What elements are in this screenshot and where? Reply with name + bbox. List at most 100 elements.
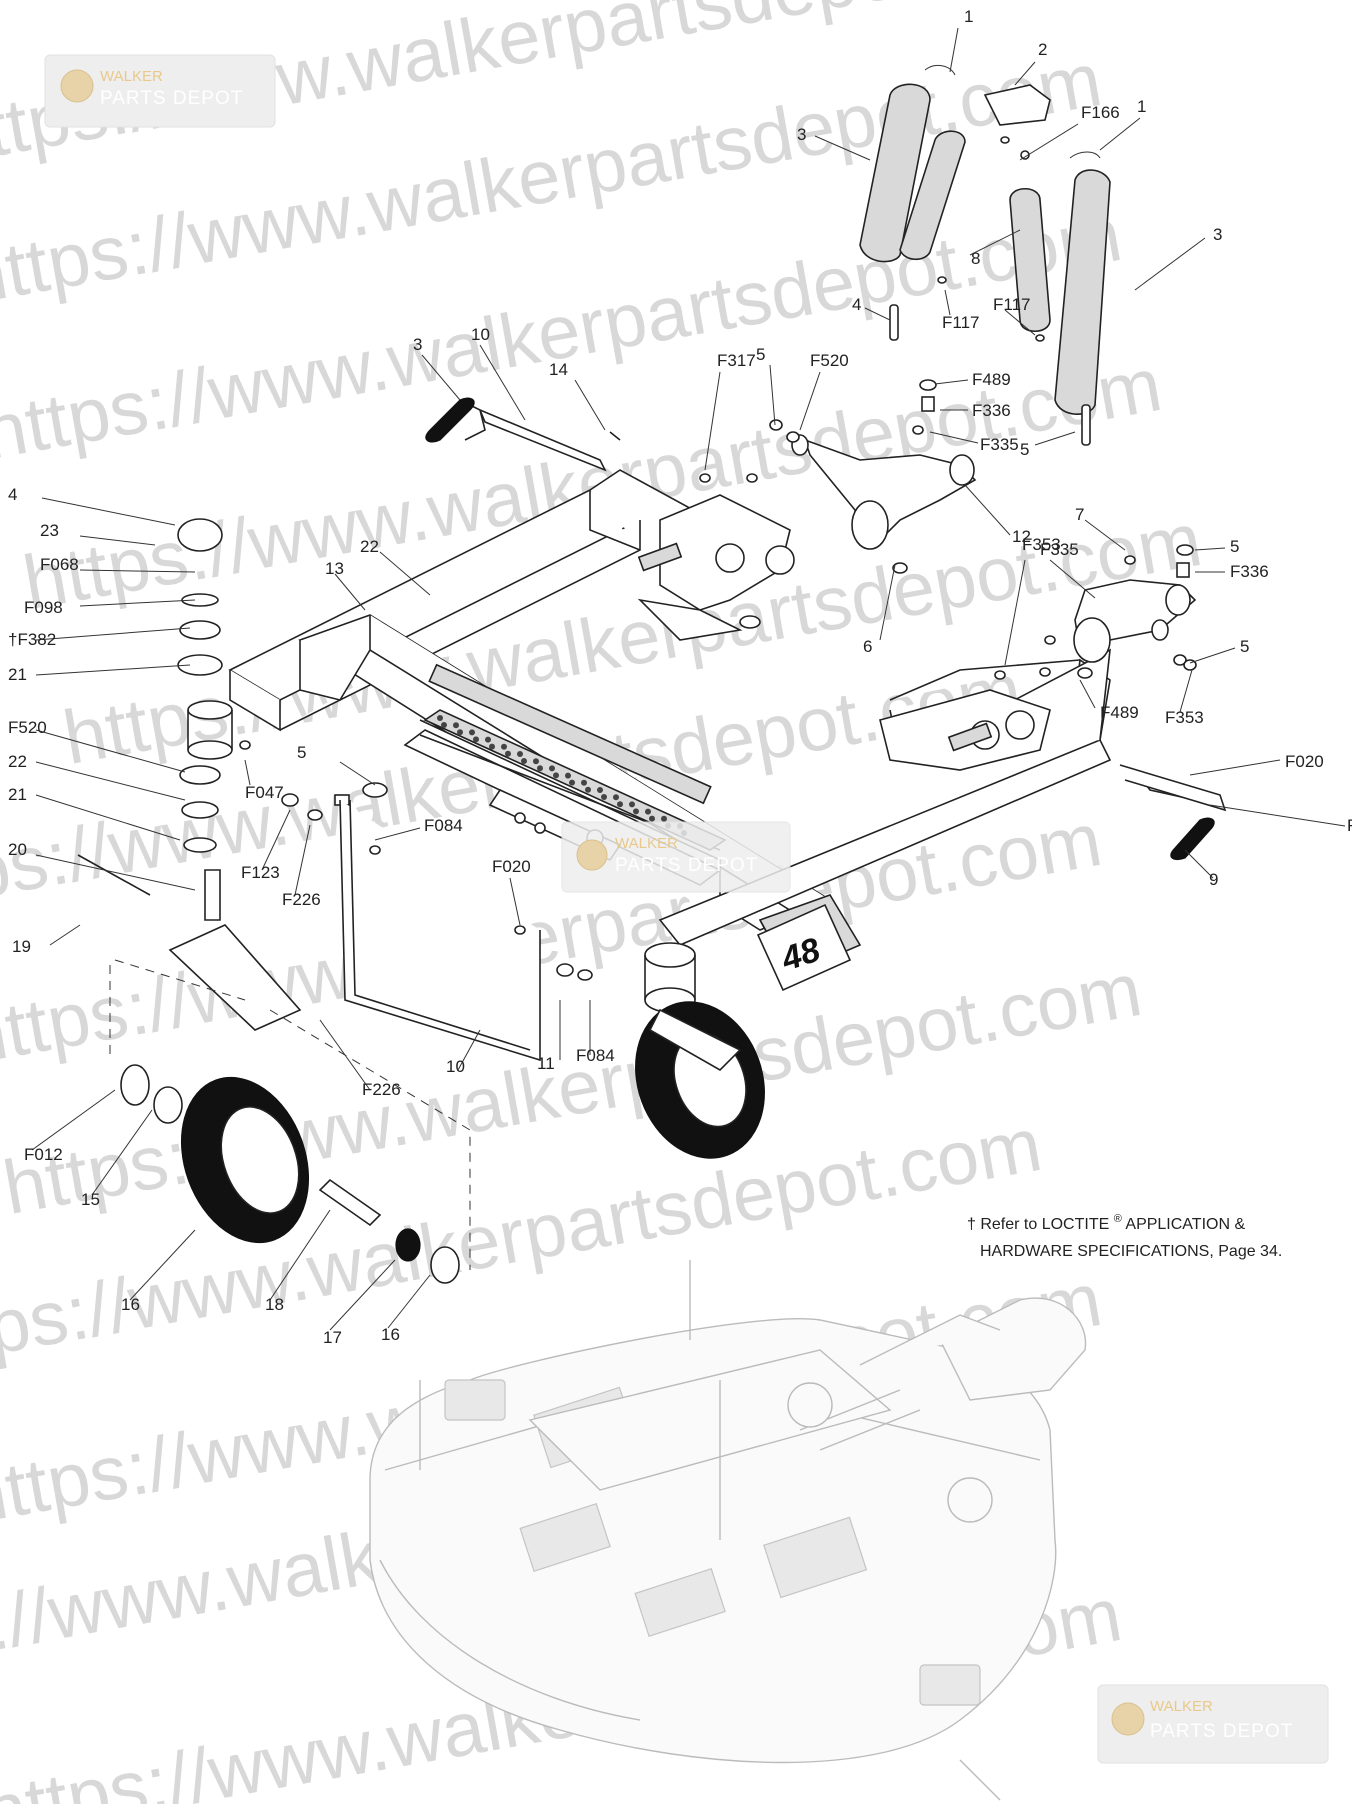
- callout-label: 19: [12, 937, 31, 956]
- callout-label: F489: [1100, 703, 1139, 722]
- callout-label: F336: [972, 401, 1011, 420]
- footnote-registered: ®: [1114, 1213, 1122, 1225]
- callout-leader-line: [1189, 759, 1281, 776]
- callout-leader-line: [79, 535, 156, 546]
- callout-leader-line: [864, 307, 891, 321]
- callout-label: 22: [360, 537, 379, 556]
- step-plate-hole: [437, 715, 443, 721]
- callout-leader-line: [91, 1109, 153, 1196]
- callout-leader-line: [79, 599, 196, 607]
- svg-text:† Refer to LOCTITE ®: † Refer to LOCTITE ® APPLICATION &: [967, 1209, 1245, 1233]
- callout-leader-line: [35, 854, 196, 891]
- callout-leader-line: [1184, 849, 1214, 879]
- step-plate-hole: [565, 772, 571, 779]
- callout-leader-line: [799, 371, 821, 431]
- callout-label: 23: [40, 521, 59, 540]
- step-plate-hole: [441, 722, 447, 728]
- callout-leader-line: [1049, 559, 1096, 599]
- callout-label: 5: [1020, 440, 1029, 459]
- callout-leader-line: [35, 761, 186, 801]
- lift-arms: [281, 397, 1227, 1062]
- step-plate-hole: [457, 729, 463, 736]
- callout-leader-line: [421, 354, 461, 401]
- step-plate-hole: [489, 743, 495, 750]
- step-plate-hole: [613, 794, 619, 801]
- callout-leader-line: [1084, 519, 1126, 551]
- callout-label: F520: [8, 718, 47, 737]
- callout-leader-line: [1034, 431, 1076, 446]
- callout-label: 14: [549, 360, 568, 379]
- step-plate-hole: [617, 801, 623, 808]
- callout-leader-line: [814, 135, 871, 161]
- callout-leader-line: [1189, 647, 1236, 664]
- callout-label: F489: [972, 370, 1011, 389]
- callout-label: 20: [8, 840, 27, 859]
- callout-leader-line: [457, 1029, 481, 1071]
- callout-label: F317: [1347, 816, 1352, 835]
- callout-label: F012: [24, 1145, 63, 1164]
- callout-leader-line: [1134, 237, 1206, 291]
- callout-label: 5: [297, 743, 306, 762]
- step-plate-hole: [505, 750, 511, 757]
- callout-leader-line: [969, 229, 1021, 256]
- callout-leader-line: [379, 551, 431, 596]
- callout-leader-line: [35, 794, 181, 841]
- step-plate-hole: [549, 765, 555, 772]
- footnote-line1-prefix: † Refer to LOCTITE: [967, 1216, 1109, 1233]
- callout-label: 15: [81, 1190, 100, 1209]
- callout-label: 17: [323, 1328, 342, 1347]
- callout-leader-line: [129, 1229, 196, 1301]
- step-plate-hole: [453, 722, 459, 729]
- step-plate-hole: [473, 736, 479, 743]
- logo-brand-line1: WALKER: [1150, 1698, 1213, 1715]
- logo-brand-line2: PARTS DEPOT: [1150, 1721, 1293, 1742]
- step-plate-hole: [533, 758, 539, 765]
- callout-label: 1: [1137, 97, 1146, 116]
- step-plate-hole: [633, 808, 639, 815]
- callout-label: F226: [362, 1080, 401, 1099]
- mower-deck-background: [369, 1260, 1087, 1801]
- callout-leader-line: [334, 573, 366, 611]
- callout-label: F084: [576, 1046, 615, 1065]
- callout-label: F123: [241, 863, 280, 882]
- callout-leader-line: [1179, 669, 1193, 713]
- callout-label: F020: [492, 857, 531, 876]
- step-plate-hole: [537, 765, 543, 772]
- callout-leader-line: [769, 364, 776, 426]
- callout-leader-line: [1194, 547, 1226, 551]
- logo-bottom-right: WALKER PARTS DEPOT: [1097, 1684, 1329, 1764]
- callout-label: F353: [1165, 708, 1204, 727]
- step-plate-hole: [569, 779, 575, 786]
- callout-label: 5: [1240, 637, 1249, 656]
- callout-label: F336: [1230, 562, 1269, 581]
- deck-size-badge: 48: [756, 903, 852, 992]
- logo-brand-line1: WALKER: [615, 835, 678, 852]
- callout-leader-line: [244, 759, 251, 786]
- callout-label: 5: [1230, 537, 1239, 556]
- callout-label: 4: [852, 295, 861, 314]
- brand-emblem-icon: [1111, 1702, 1145, 1736]
- pivot-assemblies: [791, 434, 1197, 663]
- callout-label: 1: [964, 7, 973, 26]
- callout-leader-line: [1019, 123, 1079, 161]
- callout-label: 13: [325, 559, 344, 578]
- footnote-line2: HARDWARE SPECIFICATIONS, Page 34.: [980, 1243, 1282, 1260]
- callout-leader-line: [35, 664, 191, 676]
- callout-label: 22: [8, 752, 27, 771]
- callout-leader-line: [387, 1274, 431, 1329]
- callout-label: 11: [537, 1054, 555, 1073]
- callout-label: F335: [1040, 540, 1079, 559]
- callout-label: F117: [942, 313, 980, 332]
- logo-top-left: WALKER PARTS DEPOT: [44, 54, 276, 128]
- callout-leader-line: [294, 824, 311, 896]
- left-caster-assembly: [77, 518, 471, 1284]
- callout-label: F335: [980, 435, 1019, 454]
- callout-leader-line: [879, 564, 896, 641]
- step-plate-hole: [517, 751, 523, 757]
- step-plate-hole: [661, 815, 667, 822]
- logo-brand-line1: WALKER: [100, 68, 163, 85]
- callout-leader-line: [1099, 117, 1141, 151]
- callout-leader-line: [261, 809, 291, 871]
- step-plate-hole: [629, 801, 635, 808]
